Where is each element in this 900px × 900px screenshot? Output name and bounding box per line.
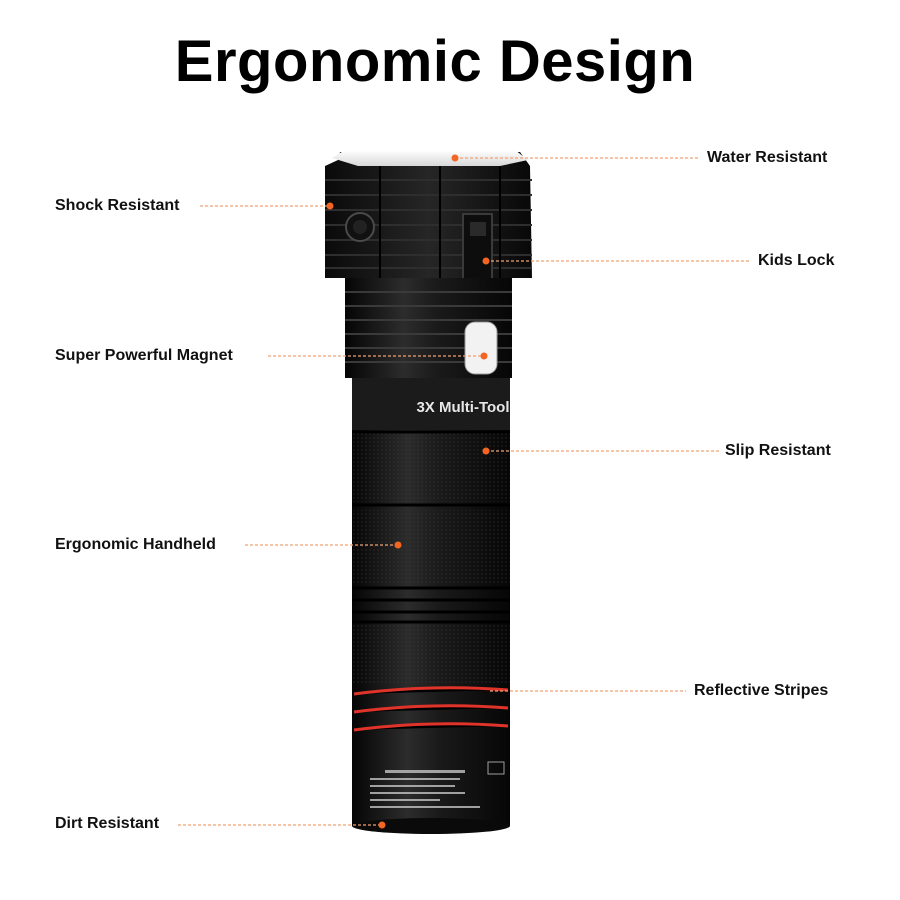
callout-super-powerful-magnet: Super Powerful Magnet	[55, 347, 233, 364]
page-title: Ergonomic Design	[174, 29, 696, 94]
flashlight-head	[325, 150, 532, 310]
flashlight-neck	[345, 278, 512, 378]
callout-shock-resistant: Shock Resistant	[55, 197, 180, 214]
leader-lines	[178, 157, 750, 826]
lens-face	[332, 150, 528, 166]
callout-dot	[482, 257, 490, 265]
callout-dot	[482, 447, 490, 455]
callout-dot	[326, 202, 334, 210]
callout-dots	[326, 154, 490, 829]
callout-dot	[394, 541, 402, 549]
flashlight-body: 3X Multi-Tool	[352, 378, 510, 834]
callout-slip-resistant: Slip Resistant	[725, 442, 831, 459]
callout-water-resistant: Water Resistant	[707, 149, 828, 166]
spec-print	[370, 761, 505, 808]
callout-dirt-resistant: Dirt Resistant	[55, 815, 160, 832]
reflective-stripes	[353, 686, 509, 732]
model-label: 3X Multi-Tool	[416, 399, 509, 416]
callout-reflective-stripes: Reflective Stripes	[694, 682, 829, 699]
callout-dot	[378, 821, 386, 829]
callout-ergonomic-handheld: Ergonomic Handheld	[55, 536, 216, 553]
callout-dot	[451, 154, 459, 162]
magnet-button	[464, 321, 498, 375]
callout-kids-lock: Kids Lock	[758, 252, 835, 269]
callout-dot	[480, 352, 488, 360]
